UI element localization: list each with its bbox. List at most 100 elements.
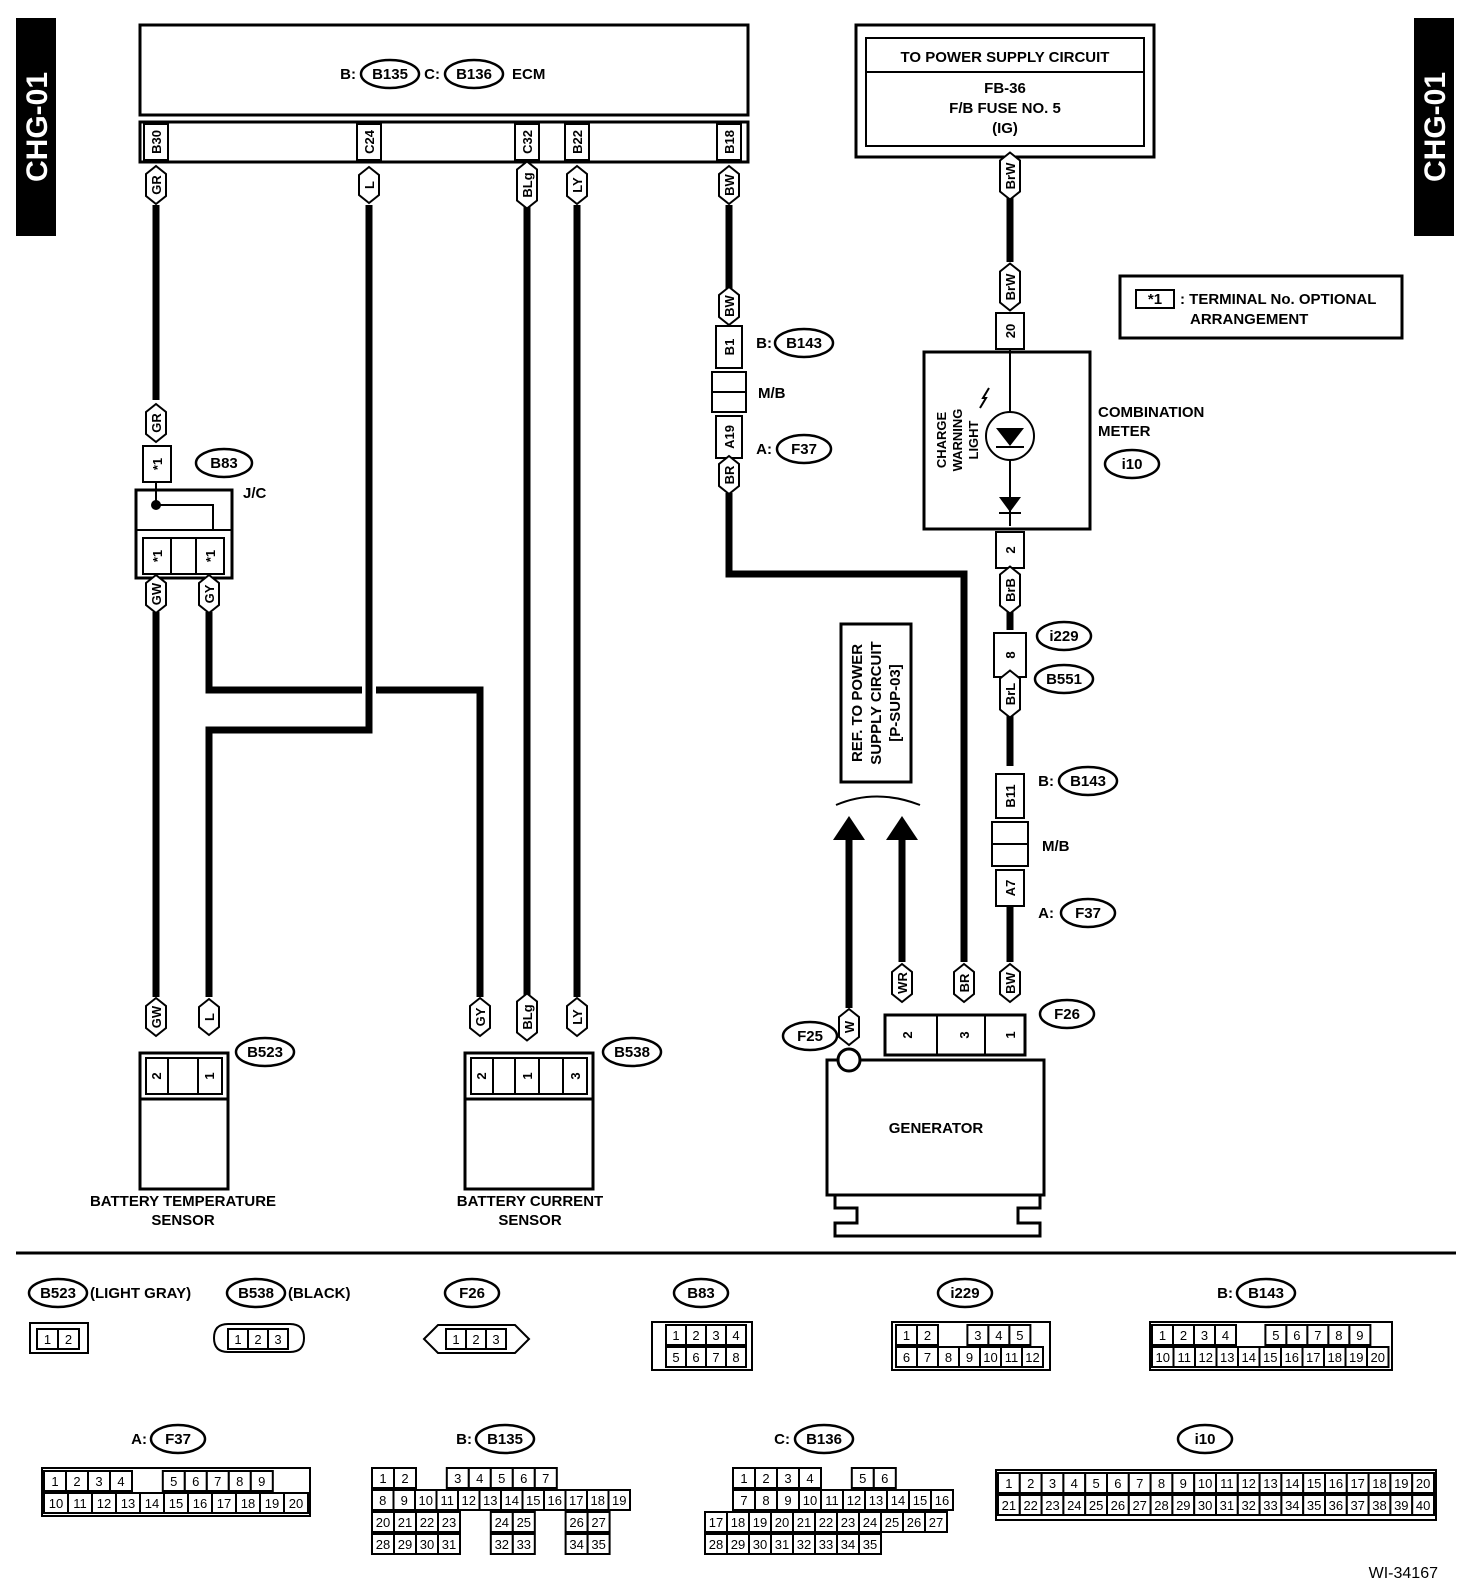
b136-pin: 6	[881, 1471, 888, 1486]
i10-pin: 26	[1111, 1498, 1125, 1513]
i10-pin: 40	[1416, 1498, 1430, 1513]
joint-wire-tag	[999, 669, 1021, 719]
ecm-prefix-b: B:	[340, 66, 356, 83]
mb-left-wire-bottom-tag	[718, 454, 740, 496]
i10-pin: 20	[1416, 1476, 1430, 1491]
cl-b136-prefix: C:	[774, 1431, 790, 1448]
mb-left-mid: M/B	[758, 385, 786, 402]
f37-pin: 3	[95, 1474, 102, 1489]
figure-id: WI-34167	[1369, 1565, 1438, 1582]
power-supply-block: TO POWER SUPPLY CIRCUIT FB-36 F/B FUSE N…	[854, 23, 1156, 159]
b143-pin: 10	[1156, 1350, 1170, 1365]
b135-pin: 5	[498, 1471, 505, 1486]
cl-b143-prefix: B:	[1217, 1285, 1233, 1302]
i10-pin: 1	[1005, 1476, 1012, 1491]
b136-pin: 32	[797, 1537, 811, 1552]
current-name2: SENSOR	[498, 1212, 562, 1229]
mb-left-pin-bottom: A19	[722, 425, 737, 449]
joint-conn-b: B551	[1046, 671, 1082, 688]
meter-wire-out-label: BrB	[1003, 578, 1018, 602]
power-wire-tag	[999, 151, 1021, 201]
b136-cell	[924, 1511, 948, 1533]
side-label-right: CHG-01	[1419, 72, 1452, 182]
f37-pin: 12	[97, 1496, 111, 1511]
f37-cell	[109, 1470, 133, 1492]
b136-pin: 21	[797, 1515, 811, 1530]
b136-pin: 27	[929, 1515, 943, 1530]
jc-bottom-pin-2: *1	[203, 550, 218, 562]
ecm-conn-c: B136	[456, 66, 492, 83]
legend-box: *1 : TERMINAL No. OPTIONAL ARRANGEMENT	[1118, 274, 1404, 340]
b136-pin: 35	[863, 1537, 877, 1552]
b136-pin: 20	[775, 1515, 789, 1530]
b136-pin: 4	[806, 1471, 813, 1486]
gen-pin-1: 2	[900, 1031, 915, 1038]
legend-text1: : TERMINAL No. OPTIONAL	[1180, 291, 1376, 308]
mb-left-prefix-top: B:	[756, 335, 772, 352]
power-supply-title: TO POWER SUPPLY CIRCUIT	[901, 49, 1110, 66]
b136-pin: 28	[709, 1537, 723, 1552]
b135-pin: 16	[548, 1493, 562, 1508]
current-wire-label: LY	[570, 1009, 585, 1025]
i229-pin: 8	[945, 1350, 952, 1365]
cl-i10-name: i10	[1195, 1431, 1216, 1448]
b143-pin: 16	[1285, 1350, 1299, 1365]
b135-pin: 22	[420, 1515, 434, 1530]
b83-pin: 5	[672, 1350, 679, 1365]
temp-wire-label: GW	[149, 1005, 164, 1028]
side-tab-left: CHG-01	[16, 18, 56, 236]
meter-conn: i10	[1122, 456, 1143, 473]
f37-pin: 11	[73, 1496, 87, 1511]
i10-pin: 10	[1198, 1476, 1212, 1491]
gen-terminal-icon	[836, 1047, 862, 1073]
jc-top-wire-label: GR	[149, 413, 164, 433]
b143-pin: 17	[1306, 1350, 1320, 1365]
b136-pin: 9	[784, 1493, 791, 1508]
generator-label: GENERATOR	[889, 1120, 984, 1137]
i10-pin: 23	[1045, 1498, 1059, 1513]
i10-pin: 15	[1307, 1476, 1321, 1491]
b135-pin: 25	[517, 1515, 531, 1530]
mb-left-prefix-bottom: A:	[756, 441, 772, 458]
jc-top-wire-tag	[145, 402, 167, 444]
gen-wire-tag	[891, 962, 913, 1004]
ecm-conn-b: B135	[372, 66, 408, 83]
i10-pin: 18	[1372, 1476, 1386, 1491]
ecm-pin-label: C24	[362, 129, 377, 154]
meter-wire-in-tag	[999, 262, 1021, 312]
b143-pin: 19	[1349, 1350, 1363, 1365]
f37-pin: 14	[145, 1496, 159, 1511]
b135-cell	[511, 1511, 536, 1533]
b135-pin: 10	[419, 1493, 433, 1508]
i10-pin: 9	[1180, 1476, 1187, 1491]
b135-pin: 27	[591, 1515, 605, 1530]
b135-cell	[437, 1511, 461, 1533]
f26-pin: 1	[452, 1332, 459, 1347]
gen-wire-tag	[999, 962, 1021, 1004]
f37-pin: 15	[169, 1496, 183, 1511]
current-wire-tag	[566, 996, 588, 1038]
ecm-wire-label: BLg	[520, 172, 535, 197]
b136-cell	[872, 1467, 897, 1489]
f37-pin: 6	[192, 1474, 199, 1489]
mb-right-conn-top: B143	[1070, 773, 1106, 790]
gen-conn-w: F25	[797, 1028, 823, 1045]
current-wire-label: BLg	[520, 1004, 535, 1029]
b143-pin: 13	[1220, 1350, 1234, 1365]
b83-pin: 2	[692, 1328, 699, 1343]
b143-pin: 3	[1201, 1328, 1208, 1343]
b135-pin: 20	[376, 1515, 390, 1530]
b143-pin: 9	[1356, 1328, 1363, 1343]
b135-pin: 3	[454, 1471, 461, 1486]
junction-connector-b83: *1 *1 *1 B83 J/C	[134, 445, 267, 580]
b135-pin: 23	[442, 1515, 456, 1530]
ref-line1: REF. TO POWER	[849, 644, 866, 762]
ref-arrows	[833, 795, 921, 840]
f37-pin: 4	[117, 1474, 124, 1489]
i229-pin: 11	[1005, 1350, 1019, 1365]
i10-pin: 33	[1263, 1498, 1277, 1513]
b135-pin: 18	[591, 1493, 605, 1508]
wires	[152, 195, 1014, 1008]
ecm-pin	[564, 123, 590, 161]
